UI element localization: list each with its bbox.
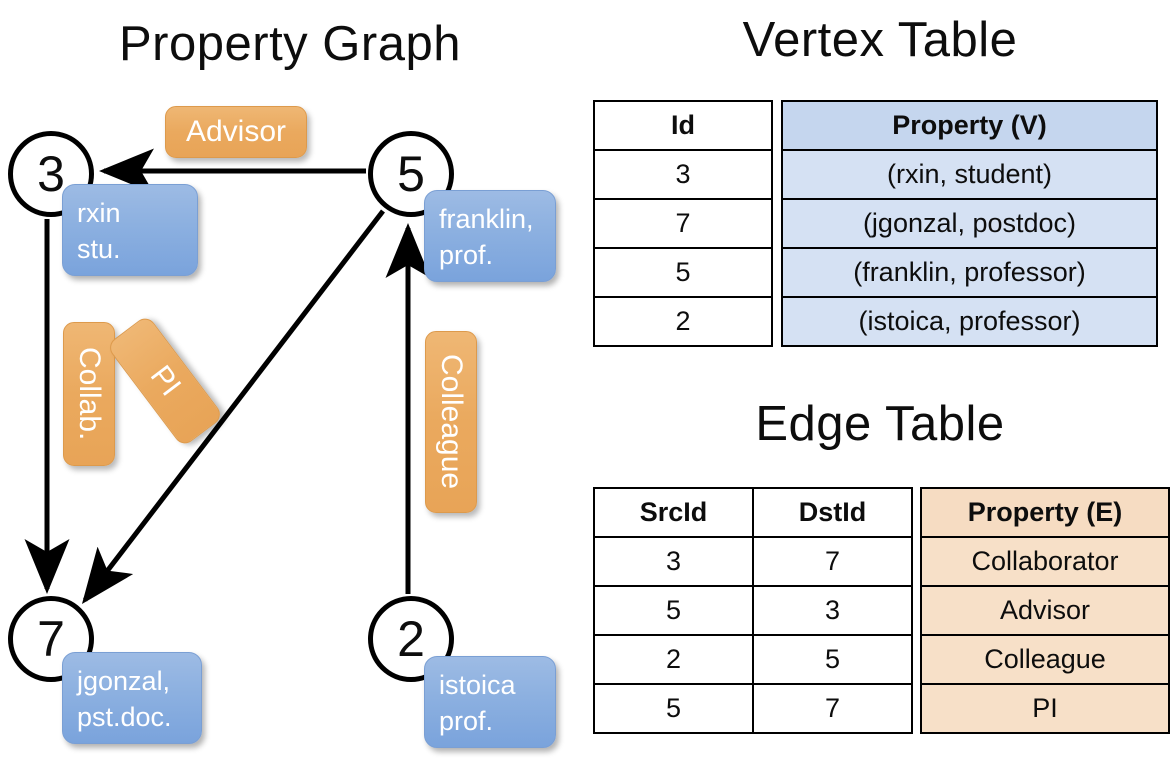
vertex-id-cell: 5 [593,247,773,298]
edge-property-cell: Collaborator [920,536,1170,587]
table-row: Collaborator [920,536,1170,587]
table-row: PI [920,683,1170,734]
edge-dst-cell: 3 [752,585,913,636]
table-row: 7 [593,198,773,249]
page-title-property-graph: Property Graph [119,17,461,71]
graph-node-id-label: 5 [397,146,425,202]
graph-edge-label-colleague: Colleague [425,331,477,513]
table-row: 2 [593,296,773,347]
vertex-table-id-column: Id 3 7 5 2 [593,100,773,347]
edge-dst-cell: 5 [752,634,913,685]
column-header-srcid: SrcId [593,487,754,538]
vertex-property-cell: (jgonzal, postdoc) [781,198,1158,249]
node-property-line-2: stu. [77,233,121,264]
edge-src-cell: 2 [593,634,754,685]
node-property-line-1: jgonzal, [77,666,171,696]
graph-node-2[interactable]: 2 [368,596,454,682]
table-row: Colleague [920,634,1170,685]
table-row: 3 7 [593,536,913,587]
node-property-line-2: prof. [439,705,494,736]
graph-node-property-box-7: jgonzal, pst.doc. [62,652,202,744]
vertex-property-cell: (franklin, professor) [781,247,1158,298]
edge-table-srcdst-columns: SrcId DstId 3 7 5 3 2 5 5 7 [593,487,913,734]
table-row: (istoica, professor) [781,296,1158,347]
table-header-row: Property (E) [920,487,1170,538]
edge-dst-cell: 7 [752,536,913,587]
edge-dst-cell: 7 [752,683,913,734]
column-header-id: Id [593,100,773,151]
vertex-table-property-column: Property (V) (rxin, student) (jgonzal, p… [781,100,1158,347]
node-property-line-1: istoica [439,670,516,700]
table-row: 5 [593,247,773,298]
edge-property-cell: Advisor [920,585,1170,636]
table-row: (franklin, professor) [781,247,1158,298]
table-row: 2 5 [593,634,913,685]
edge-label-text: Advisor [185,115,287,148]
edge-src-cell: 3 [593,536,754,587]
table-header-row: Id [593,100,773,151]
property-graph-diagram: 3 5 7 2 rxin stu. franklin, prof. jgonza… [8,106,556,748]
graph-node-id-label: 2 [397,611,425,667]
table-row: 3 [593,149,773,200]
graph-edge-5-to-7 [81,209,385,604]
graph-node-id-label: 7 [37,611,65,667]
edge-label-text: Collab. [73,347,106,441]
column-header-dstid: DstId [752,487,913,538]
graph-edge-label-collab: Collab. [63,322,115,466]
graph-node-property-box-3: rxin stu. [62,184,198,276]
edge-src-cell: 5 [593,585,754,636]
table-row: (rxin, student) [781,149,1158,200]
page-title-edge-table: Edge Table [755,397,1005,451]
column-header-property-v: Property (V) [781,100,1158,151]
graph-edges-layer [24,148,431,604]
node-property-line-2: prof. [439,239,494,270]
vertex-id-cell: 2 [593,296,773,347]
graph-edge-label-advisor: Advisor [165,106,307,158]
vertex-property-cell: (rxin, student) [781,149,1158,200]
table-header-row: Property (V) [781,100,1158,151]
node-property-line-2: pst.doc. [77,701,172,732]
edge-property-cell: PI [920,683,1170,734]
page-title-vertex-table: Vertex Table [742,13,1018,67]
column-header-property-e: Property (E) [920,487,1170,538]
node-property-line-1: franklin, [439,204,534,234]
table-row: 5 7 [593,683,913,734]
graph-node-5[interactable]: 5 [368,131,454,217]
node-property-line-1: rxin [77,198,121,228]
graph-node-id-label: 3 [37,146,65,202]
edge-src-cell: 5 [593,683,754,734]
vertex-id-cell: 3 [593,149,773,200]
table-header-row: SrcId DstId [593,487,913,538]
graph-node-property-box-2: istoica prof. [424,656,556,748]
vertex-id-cell: 7 [593,198,773,249]
graph-node-property-box-5: franklin, prof. [424,190,556,282]
edge-label-text: PI [143,359,188,402]
table-row: 5 3 [593,585,913,636]
table-row: Advisor [920,585,1170,636]
edge-table-property-column: Property (E) Collaborator Advisor Collea… [920,487,1170,734]
edge-label-text: Colleague [435,354,468,490]
vertex-property-cell: (istoica, professor) [781,296,1158,347]
table-row: (jgonzal, postdoc) [781,198,1158,249]
edge-property-cell: Colleague [920,634,1170,685]
